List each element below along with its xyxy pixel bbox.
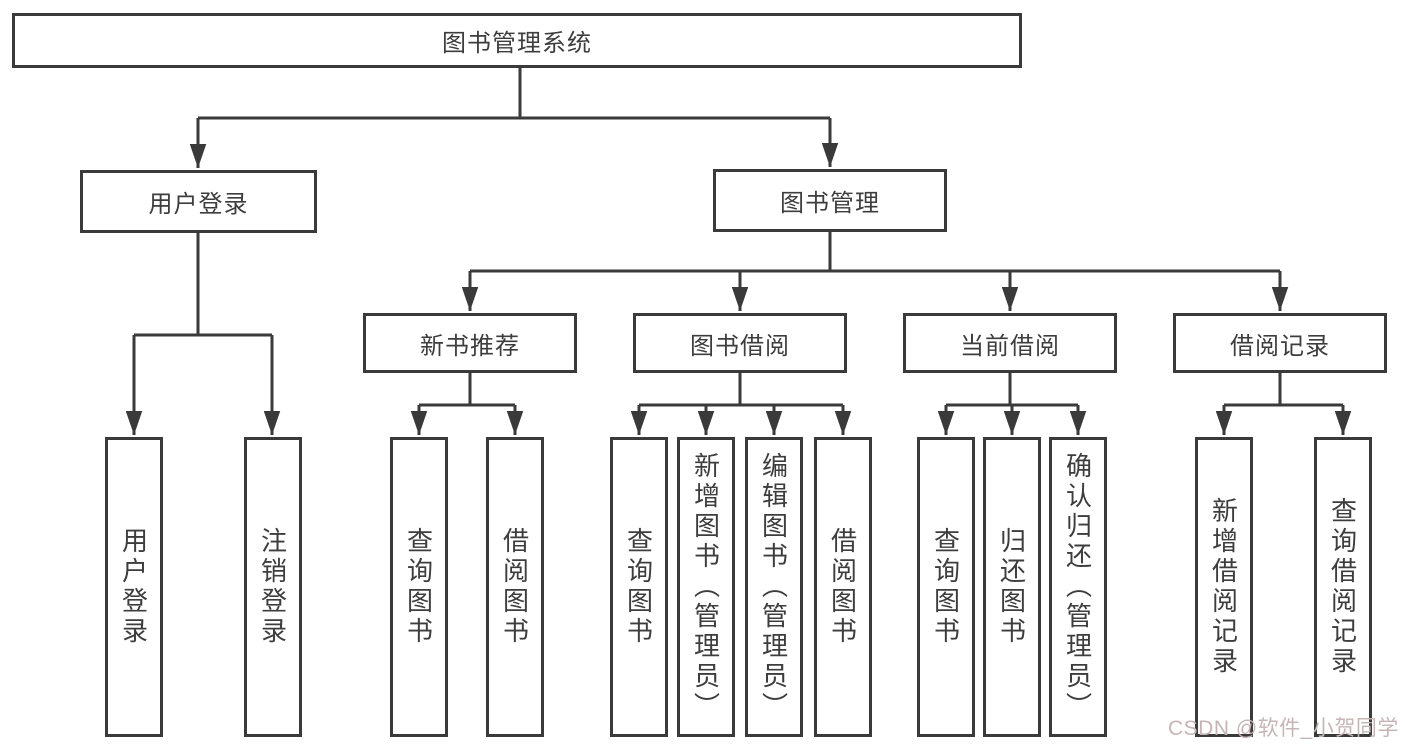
node-nb-query: 查询图书 (390, 437, 448, 737)
node-current-borrow: 当前借阅 (903, 313, 1117, 373)
node-cb-return: 归还图书 (983, 437, 1041, 737)
node-book-mgmt: 图书管理 (713, 169, 947, 232)
node-bb-borrow: 借阅图书 (814, 437, 872, 737)
node-ul-logout: 注销登录 (244, 437, 302, 737)
node-cb-query: 查询图书 (917, 437, 975, 737)
node-borrow-record: 借阅记录 (1173, 313, 1387, 373)
node-nb-borrow: 借阅图书 (486, 437, 544, 737)
node-user-login: 用户登录 (80, 170, 317, 233)
node-root: 图书管理系统 (12, 13, 1022, 68)
node-cb-confirm: 确认归还（管理员） (1049, 437, 1107, 737)
node-new-book: 新书推荐 (363, 313, 577, 373)
node-br-add: 新增借阅记录 (1195, 437, 1253, 737)
node-bb-query: 查询图书 (610, 437, 668, 737)
node-bb-edit: 编辑图书（管理员） (745, 437, 803, 737)
connector-trunk-lines (134, 68, 1343, 407)
node-ul-login: 用户登录 (105, 437, 163, 737)
node-bb-add: 新增图书（管理员） (677, 437, 735, 737)
node-br-query: 查询借阅记录 (1314, 437, 1372, 737)
node-book-borrow: 图书借阅 (633, 313, 847, 373)
